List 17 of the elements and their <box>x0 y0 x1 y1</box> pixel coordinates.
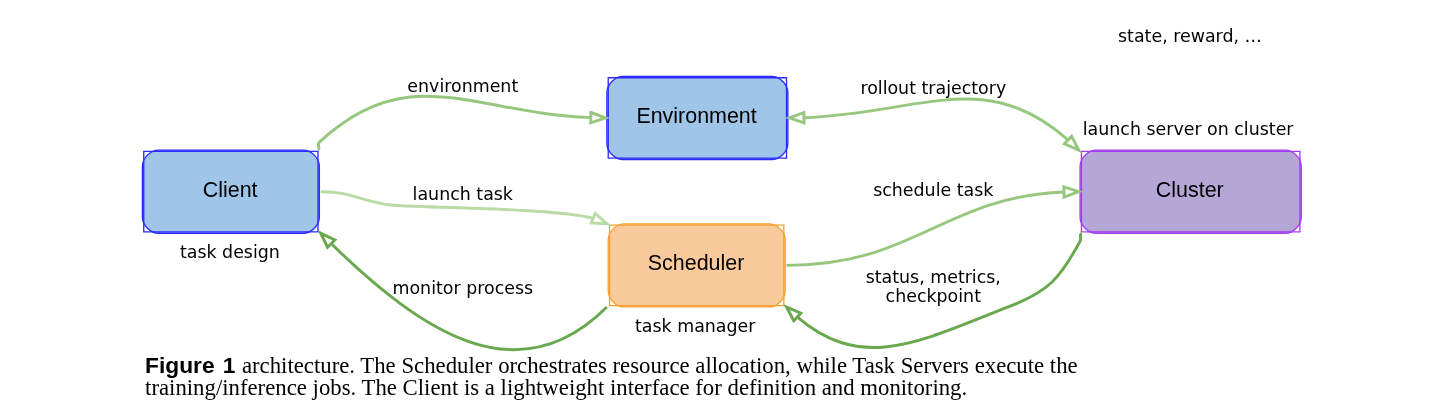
caption: Figure 1 architecture. The Scheduler orchestrates resource allocation, while Task Servers execute the training/inference jobs. The Client is a lightweight interface for definition and monitoring. <box>144 351 1078 401</box>
node-label: task design <box>179 241 280 262</box>
arrow <box>784 97 1082 154</box>
edge-label: schedule task <box>872 180 993 201</box>
edge-label: environment <box>406 75 518 96</box>
label: state, reward, … <box>1117 26 1262 47</box>
arrow <box>316 94 610 151</box>
arrow <box>320 190 611 226</box>
arrow <box>317 230 608 352</box>
node-label: launch server on cluster <box>1082 118 1294 139</box>
arrow <box>782 232 1083 349</box>
edge-label: status, metrics, checkpoint <box>865 267 1001 307</box>
edge-label: rollout trajectory <box>859 78 1006 99</box>
edge-label: launch task <box>412 184 513 205</box>
arrow <box>785 184 1083 267</box>
node-label: task manager <box>634 315 755 336</box>
edge-label: monitor process <box>392 278 533 299</box>
